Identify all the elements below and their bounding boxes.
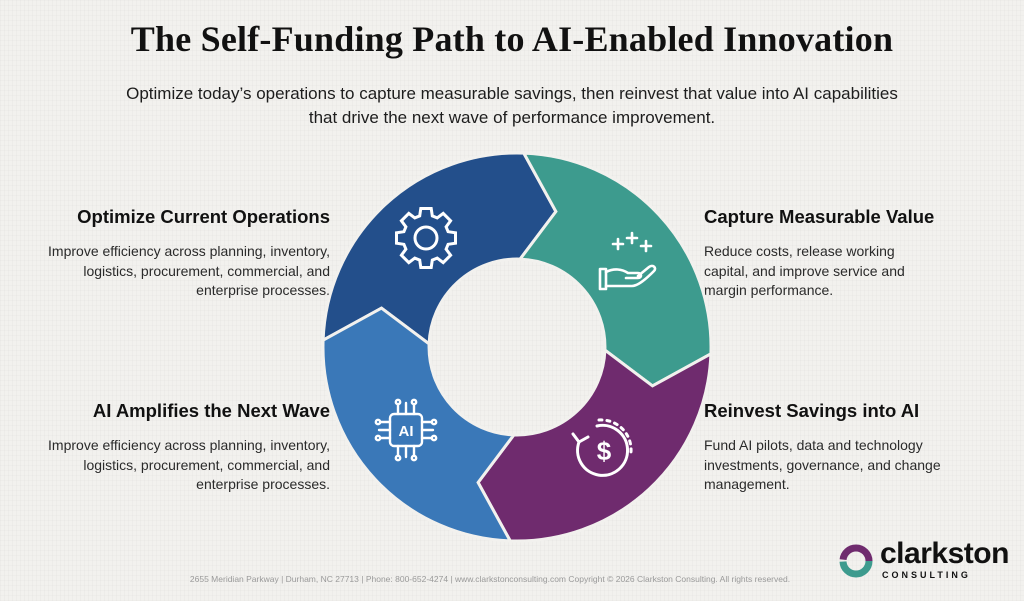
segment-ai-amplifies (321, 306, 517, 543)
step-description: Improve efficiency across planning, inve… (48, 437, 330, 492)
step-description: Improve efficiency across planning, inve… (48, 243, 330, 298)
step-heading: AI Amplifies the Next Wave (92, 400, 330, 421)
footer-text: 2655 Meridian Parkway | Durham, NC 27713… (189, 574, 791, 584)
step-description: Reduce costs, release working capital, a… (704, 243, 905, 298)
step-reinvest: Reinvest Savings into AI Fund AI pilots,… (704, 400, 1004, 495)
clarkston-logo: clarkston CONSULTING (836, 537, 1016, 583)
logo-wordmark: clarkston (880, 537, 1009, 570)
segment-optimize (321, 151, 558, 347)
dollar-cycle-icon: $ (571, 418, 633, 477)
cycle-diagram: $ AI (321, 151, 713, 543)
step-heading: Optimize Current Operations (77, 206, 330, 227)
step-description: Fund AI pilots, data and technology inve… (704, 437, 941, 492)
hand-sparkles-icon (598, 231, 657, 291)
step-ai-amplifies: AI Amplifies the Next Wave Improve effic… (30, 400, 330, 495)
step-heading: Capture Measurable Value (704, 206, 935, 227)
ai-chip-icon: AI (374, 398, 438, 462)
gear-icon (395, 207, 457, 269)
logo-subtitle: CONSULTING (882, 570, 971, 580)
page-title: The Self-Funding Path to AI-Enabled Inno… (130, 19, 894, 59)
logo-ring-icon (839, 544, 873, 578)
step-optimize: Optimize Current Operations Improve effi… (30, 206, 330, 301)
ai-chip-label: AI (399, 423, 414, 440)
svg-text:$: $ (597, 436, 612, 466)
step-heading: Reinvest Savings into AI (704, 400, 920, 421)
page-subtitle: Optimize today’s operations to capture m… (126, 84, 898, 127)
step-capture-value: Capture Measurable Value Reduce costs, r… (704, 206, 1004, 301)
segment-reinvest (476, 347, 713, 543)
